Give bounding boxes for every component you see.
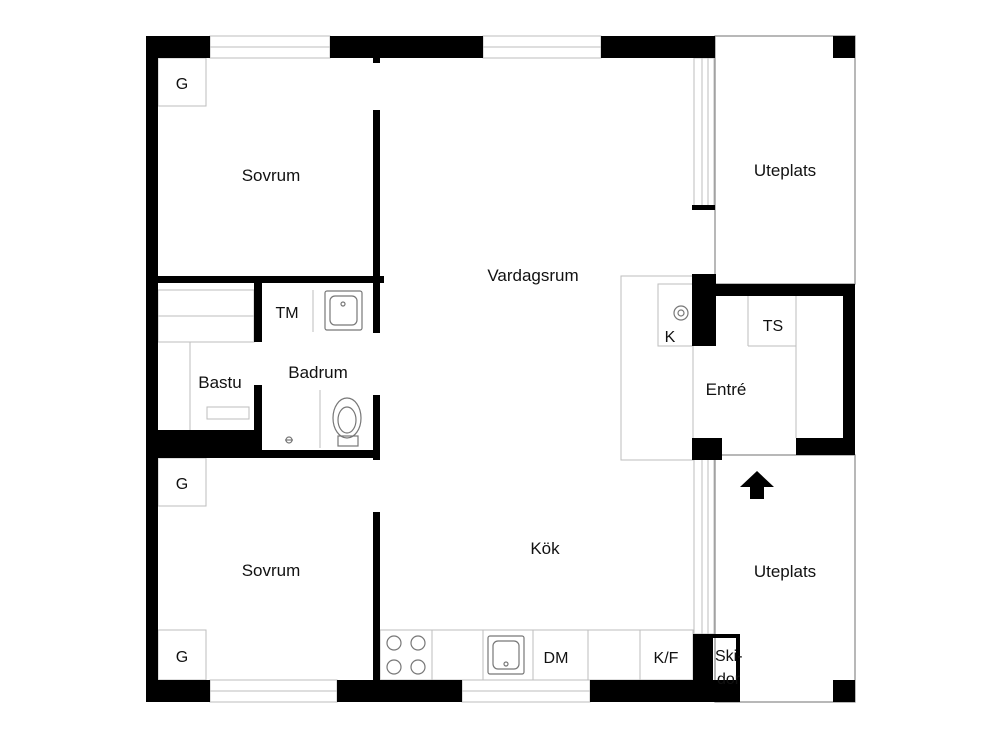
kitchen-sink-icon [487, 635, 525, 675]
label-tm: TM [275, 305, 298, 322]
sink-icon [324, 290, 363, 331]
room-label-sovrum-bottom: Sovrum [242, 561, 301, 580]
room-label-vardagsrum: Vardagsrum [487, 266, 578, 285]
room-label-uteplats-top: Uteplats [754, 161, 816, 180]
windows [209, 35, 715, 703]
patio-outlines [714, 35, 856, 703]
toilet-icon [332, 397, 362, 447]
room-label-kok: Kök [530, 539, 560, 558]
label-g-top: G [176, 76, 188, 93]
label-g-middle: G [176, 476, 188, 493]
label-dm: DM [544, 650, 569, 667]
room-label-entre: Entré [706, 380, 747, 399]
label-skidor-line2: dor [717, 671, 741, 688]
label-ts: TS [763, 318, 783, 335]
room-label-uteplats-bottom: Uteplats [754, 562, 816, 581]
room-label-badrum: Badrum [288, 363, 348, 382]
interior-lines [157, 57, 797, 681]
room-label-sovrum-top: Sovrum [242, 166, 301, 185]
washbasin-icon [673, 305, 689, 321]
label-skidor-line1: Ski- [715, 648, 743, 665]
floor-drain-icon [285, 436, 293, 444]
stove-icon [386, 635, 426, 675]
label-kf: K/F [654, 650, 679, 667]
entrance-arrow-icon [740, 471, 774, 499]
label-k: K [665, 329, 676, 346]
walls [146, 36, 855, 702]
room-label-bastu: Bastu [198, 373, 241, 392]
label-g-bottom: G [176, 649, 188, 666]
